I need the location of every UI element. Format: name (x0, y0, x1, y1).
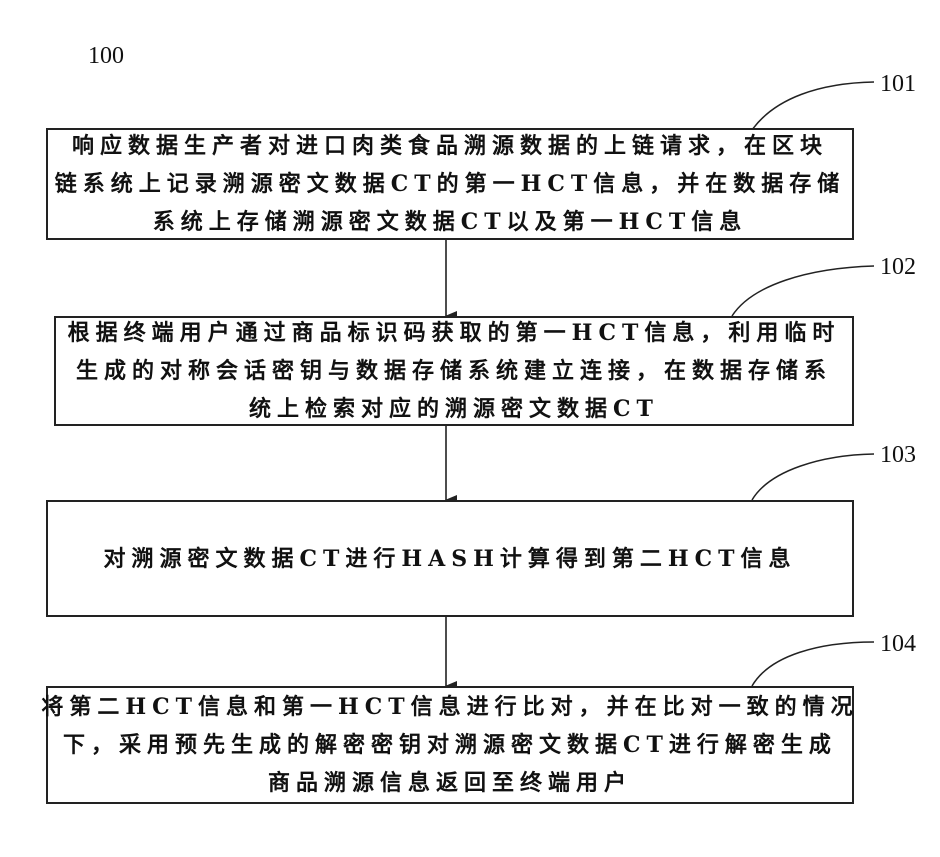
leader-101 (752, 82, 874, 130)
leader-102 (732, 266, 874, 316)
step-104-line-3: 商品溯源信息返回至终端用户 (268, 764, 632, 802)
step-box-101: 响应数据生产者对进口肉类食品溯源数据的上链请求，在区块 链系统上记录溯源密文数据… (46, 128, 854, 240)
step-box-102: 根据终端用户通过商品标识码获取的第一HCT信息，利用临时 生成的对称会话密钥与数… (54, 316, 854, 426)
step-box-104: 将第二HCT信息和第一HCT信息进行比对，并在比对一致的情况 下，采用预先生成的… (46, 686, 854, 804)
step-label-104: 104 (880, 632, 916, 656)
step-102-line-2: 生成的对称会话密钥与数据存储系统建立连接，在数据存储系 (76, 352, 832, 390)
step-label-103: 103 (880, 443, 916, 467)
step-label-101: 101 (880, 72, 916, 96)
step-102-line-3: 统上检索对应的溯源密文数据CT (249, 390, 659, 428)
leader-103 (752, 454, 874, 500)
step-102-line-1: 根据终端用户通过商品标识码获取的第一HCT信息，利用临时 (68, 314, 841, 352)
step-104-line-2: 下，采用预先生成的解密密钥对溯源密文数据CT进行解密生成 (63, 726, 837, 764)
step-101-line-2: 链系统上记录溯源密文数据CT的第一HCT信息，并在数据存储 (55, 165, 846, 203)
step-104-line-1: 将第二HCT信息和第一HCT信息进行比对，并在比对一致的情况 (41, 688, 858, 726)
step-103-line-1: 对溯源密文数据CT进行HASH计算得到第二HCT信息 (103, 540, 796, 578)
step-box-103: 对溯源密文数据CT进行HASH计算得到第二HCT信息 (46, 500, 854, 617)
leader-104 (752, 642, 874, 686)
step-101-line-3: 系统上存储溯源密文数据CT以及第一HCT信息 (153, 203, 748, 241)
step-101-line-1: 响应数据生产者对进口肉类食品溯源数据的上链请求，在区块 (72, 127, 828, 165)
figure-label: 100 (88, 44, 124, 68)
step-label-102: 102 (880, 255, 916, 279)
